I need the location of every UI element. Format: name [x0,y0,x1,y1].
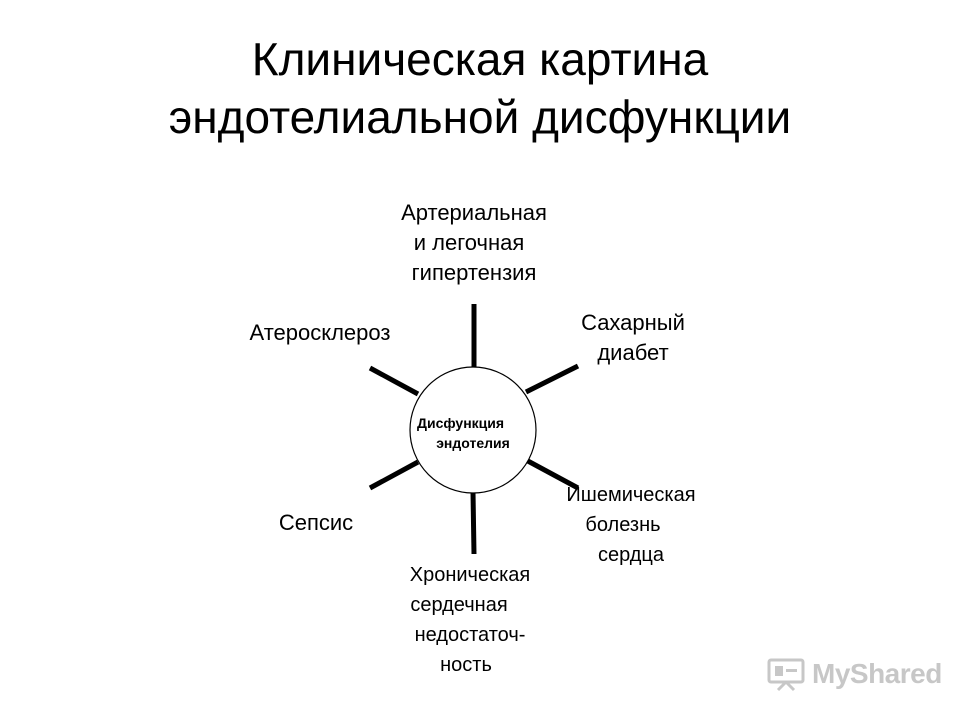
slide-title: Клиническая картина эндотелиальной дисфу… [0,30,960,146]
center-label-line-2: эндотелия [436,435,510,451]
myshared-watermark: MyShared [766,654,946,694]
node-label-line: сердечная [410,594,508,616]
presentation-board-icon [767,658,805,692]
node-label-line: диабет [597,340,669,365]
node-ischemic: Ишемическая болезнь сердца [546,480,716,570]
node-label-line: сердца [597,544,665,566]
node-hypertension: Артериальная и легочная гипертензия [362,198,586,288]
node-label-line: Атеросклероз [249,320,391,345]
center-label-line-1: Дисфункция [417,415,505,431]
node-sepsis: Сепсис [258,508,374,538]
node-label-line: Сахарный [581,310,685,335]
slide-title-line-1: Клиническая картина [251,33,709,85]
node-label-line: Хроническая [409,564,531,586]
watermark-brand-shared: Shared [849,658,942,689]
node-atherosclerosis: Атеросклероз [220,318,420,348]
node-label-line: Сепсис [278,510,354,535]
spoke-heart-failure [470,491,477,555]
spoke-sepsis [368,459,420,491]
node-label-line: Артериальная [401,200,547,225]
node-label-line: болезнь [585,514,661,536]
node-heart-failure: Хроническая сердечная недостаточ- ность [380,560,560,680]
spoke-ischemic [524,457,580,491]
node-label-line: недостаточ- [414,624,526,646]
watermark-text: MyShared [812,658,942,690]
node-diabetes: Сахарный диабет [548,308,718,368]
slide-title-line-2: эндотелиальной дисфункции [168,91,792,143]
node-label-line: Ишемическая [566,484,696,506]
center-label: Дисфункция эндотелия [413,413,533,453]
center-circle [409,366,537,494]
node-label-line: и легочная [413,230,525,255]
watermark-brand-my: My [812,658,850,689]
spoke-diabetes [524,363,580,395]
node-label-line: гипертензия [411,260,537,285]
spoke-atherosclerosis [368,365,420,397]
node-label-line: ность [440,654,492,676]
